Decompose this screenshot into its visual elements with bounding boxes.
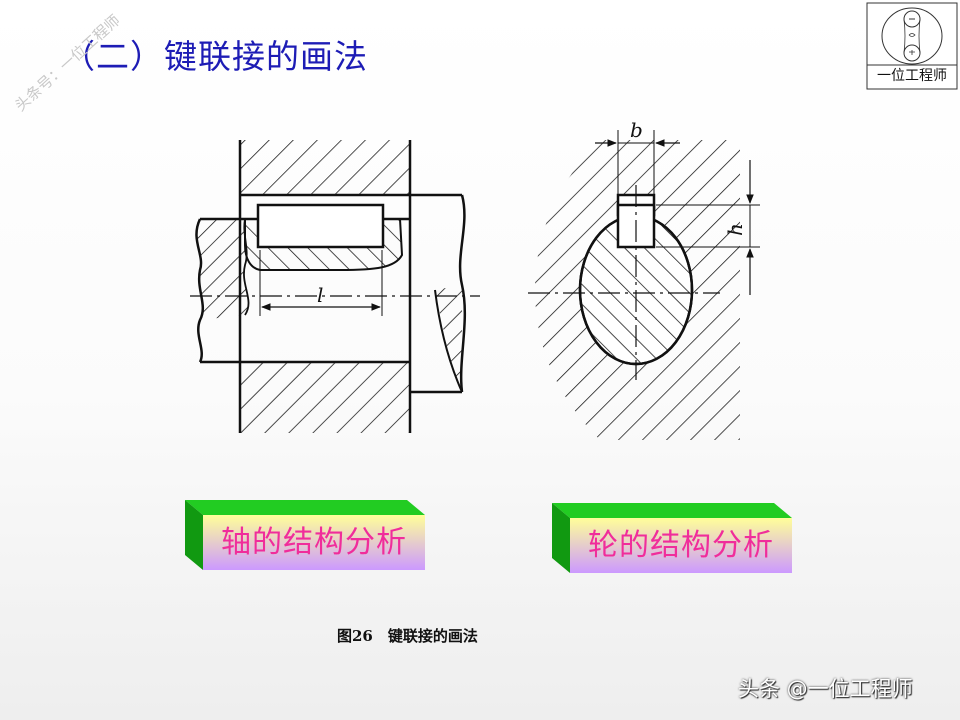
page-title: （二）键联接的画法 [62,37,368,76]
shaft-structure-button-label: 轴的结构分析 [221,525,407,560]
hub-structure-button[interactable]: 轮的结构分析 [552,503,792,573]
figure-caption: 图26 键联接的画法 [337,627,478,645]
logo: 一位工程师 [866,2,958,90]
footer-watermark: 头条 @一位工程师 [738,677,913,701]
dimension-length-label: l [317,283,323,307]
hub-structure-button-label: 轮的结构分析 [588,528,774,563]
seal-circle-icon [866,2,958,90]
button-3d-frame [552,503,792,573]
button-3d-frame [185,500,425,570]
hub-cross-section-view [528,130,760,440]
shaft-longitudinal-view [190,140,480,433]
shaft-structure-button[interactable]: 轴的结构分析 [185,500,425,570]
dimension-width-label: b [630,118,643,142]
dimension-height-label: h [723,223,747,236]
logo-text: 一位工程师 [877,68,947,84]
